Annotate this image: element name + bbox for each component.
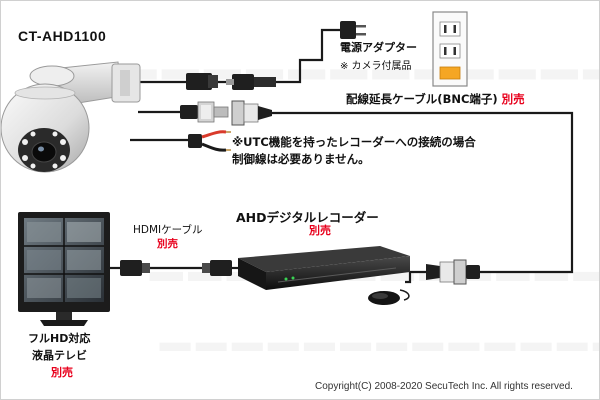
- mouse-cable: [399, 289, 410, 301]
- dvr-recorder: [238, 246, 410, 290]
- monitor-label-line1: フルHD対応: [28, 332, 91, 345]
- extension-cable-sold-separately: 別売: [501, 92, 525, 106]
- wall-outlet-icon: [432, 11, 468, 87]
- monitor-sold-separately: 別売: [51, 366, 73, 379]
- power-adapter-label: 電源アダプター: [340, 41, 417, 54]
- bnc-connector-camera-icon: [180, 101, 229, 123]
- power-adapter-note: ※ カメラ付属品: [340, 61, 412, 72]
- extension-cable-label: 配線延長ケーブル(BNC端子) 別売: [346, 91, 525, 107]
- recorder-sold-separately: 別売: [309, 224, 331, 237]
- mouse-icon: [368, 291, 400, 305]
- hdmi-plug-tv-icon: [120, 260, 150, 276]
- recorder-label: AHDデジタルレコーダー: [236, 210, 379, 225]
- video-cable: [138, 110, 574, 284]
- power-plug-icon: [340, 21, 366, 39]
- utc-note-line1: ※UTC機能を持ったレコーダーへの接続の場合: [232, 135, 476, 149]
- copyright-notice: Copyright(C) 2008-2020 SecuTech Inc. All…: [315, 381, 573, 392]
- camera-model-label: CT-AHD1100: [18, 28, 107, 44]
- control-wire-icon: [188, 130, 231, 152]
- power-dc-jack-icon: [186, 73, 276, 90]
- monitor-label-line2: 液晶テレビ: [32, 349, 87, 362]
- hdmi-plug-recorder-icon: [202, 260, 232, 276]
- extension-cable-name: 配線延長ケーブル(BNC端子): [346, 92, 498, 106]
- hdmi-cable-label: HDMIケーブル: [133, 224, 203, 236]
- utc-note-line2: 制御線は必要ありません。: [232, 152, 370, 166]
- ptz-camera: [0, 61, 141, 173]
- lcd-monitor: [18, 212, 110, 326]
- bnc-connector-recorder-icon: [426, 259, 480, 285]
- hdmi-cable-sold-separately: 別売: [157, 238, 178, 250]
- bnc-connector-cable-icon: [231, 100, 272, 126]
